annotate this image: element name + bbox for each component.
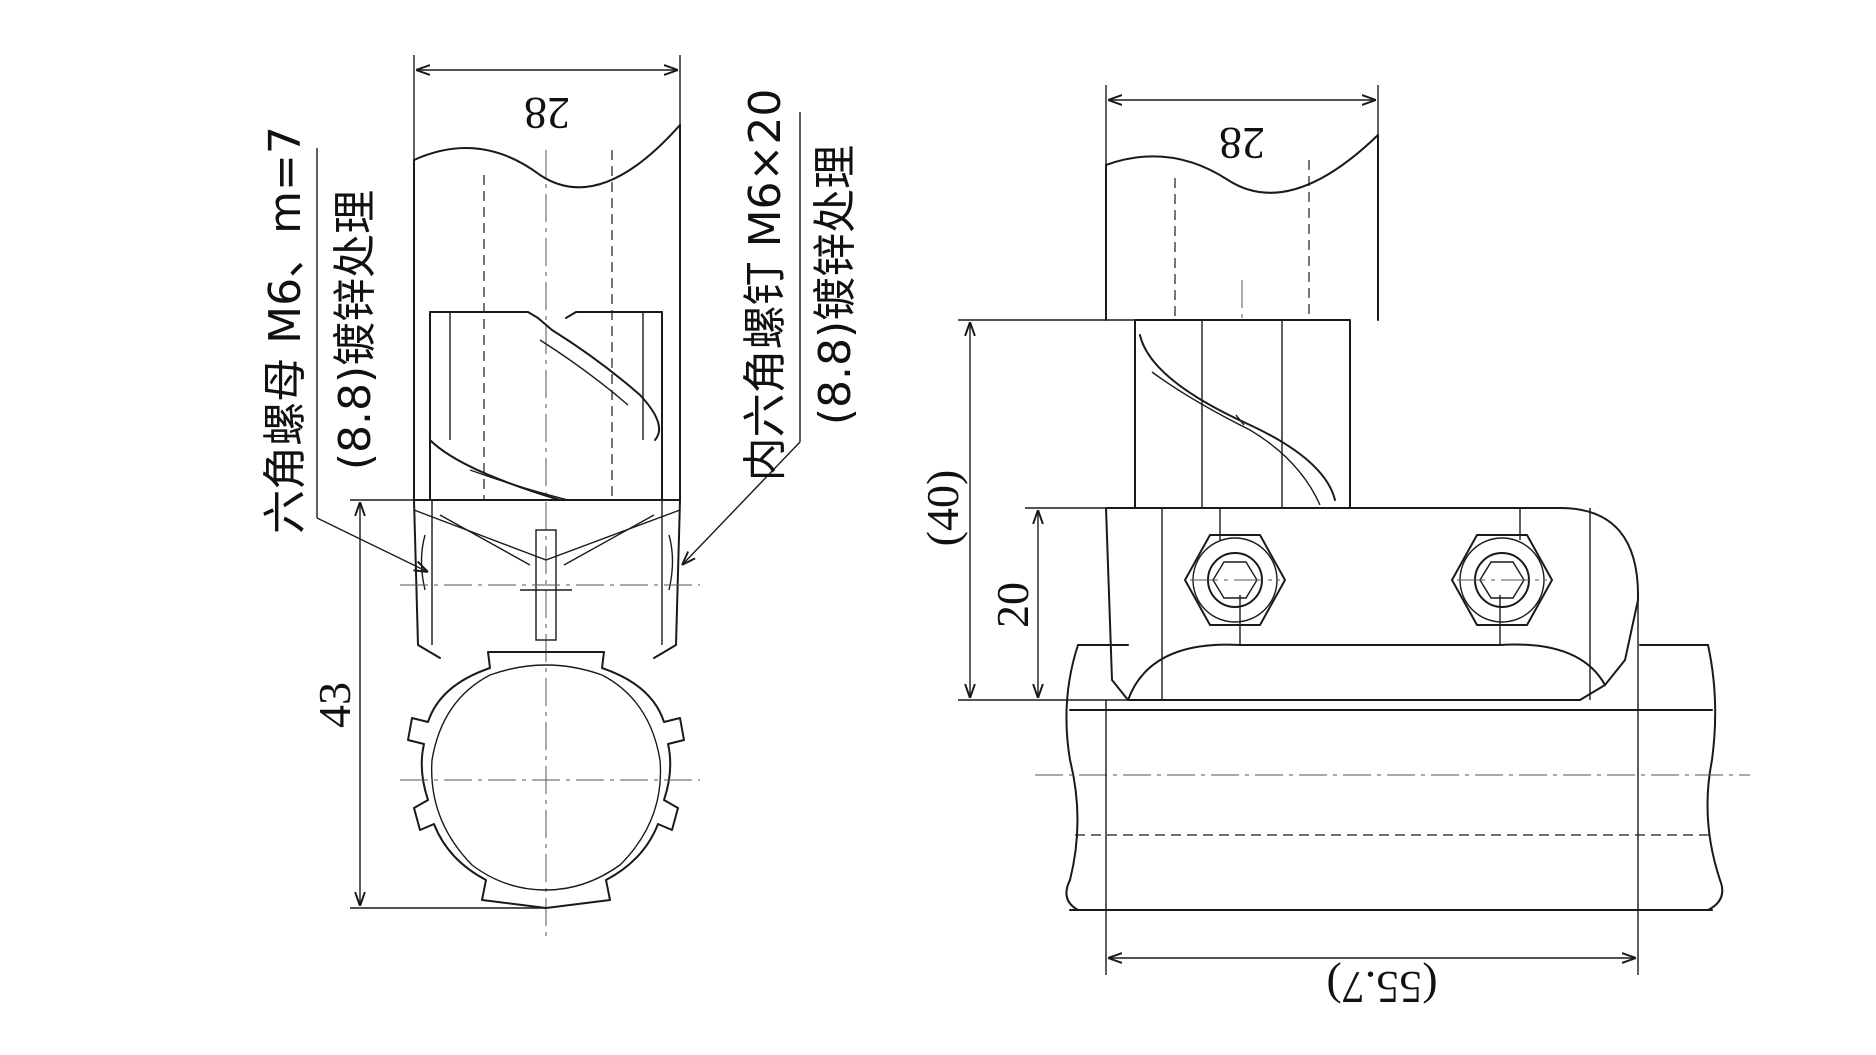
right-dim-height-inner-label: 20 bbox=[987, 582, 1038, 628]
left-dim-width-label: 28 bbox=[524, 88, 570, 139]
right-horizontal-tube bbox=[1035, 644, 1750, 911]
bolt-note-line1: 内六角螺钉 M6×20 bbox=[740, 89, 791, 482]
right-dim-height-outer: (40) bbox=[917, 319, 1135, 701]
left-lower-clamp bbox=[413, 499, 681, 659]
right-dim-length: (55.7) bbox=[1105, 600, 1639, 1013]
left-tube-section bbox=[400, 584, 700, 909]
bolt-annotation: 内六角螺钉 M6×20 (8.8)镀锌处理 bbox=[682, 89, 861, 565]
left-pipe bbox=[413, 124, 681, 940]
hex-nut-left bbox=[1184, 534, 1286, 626]
right-view: 28 (40) 20 (55.7) bbox=[917, 85, 1750, 1013]
left-dim-height-label: 43 bbox=[309, 682, 360, 728]
left-view: 28 43 六角螺母 M6、m=7 (8.8)镀锌处理 内六角螺钉 M6×20 … bbox=[260, 55, 861, 940]
right-dim-width-label: 28 bbox=[1219, 118, 1265, 169]
nut-annotation: 六角螺母 M6、m=7 (8.8)镀锌处理 bbox=[260, 126, 428, 572]
left-dim-width: 28 bbox=[413, 55, 681, 160]
right-upper-clamp bbox=[1134, 319, 1351, 509]
right-dim-height-inner: 20 bbox=[987, 507, 1106, 698]
right-pipe bbox=[1105, 134, 1379, 321]
right-dim-height-outer-label: (40) bbox=[917, 470, 968, 547]
hex-nut-right bbox=[1451, 534, 1553, 626]
nut-note-line2: (8.8)镀锌处理 bbox=[330, 190, 381, 470]
bolt-note-line2: (8.8)镀锌处理 bbox=[810, 145, 861, 425]
left-upper-clamp bbox=[429, 311, 663, 501]
right-lower-clamp bbox=[1105, 507, 1640, 701]
left-dim-height: 43 bbox=[309, 499, 546, 909]
right-dim-length-label: (55.7) bbox=[1326, 962, 1437, 1013]
right-dim-width: 28 bbox=[1105, 85, 1379, 169]
nut-note-line1: 六角螺母 M6、m=7 bbox=[260, 126, 311, 534]
